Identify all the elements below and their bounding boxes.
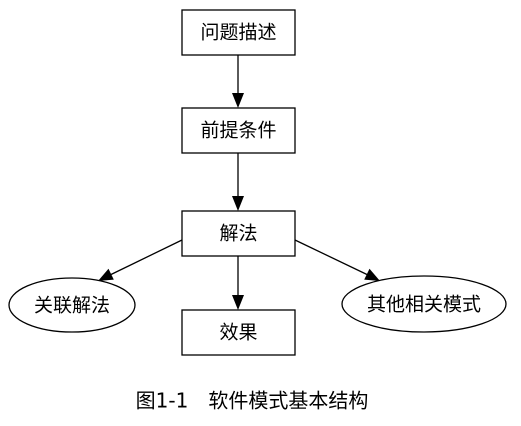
node-problem-description: 问题描述: [181, 9, 296, 56]
arrowhead-other: [364, 268, 380, 281]
arrowhead-solution: [232, 196, 244, 211]
other-patterns-ellipse: [341, 275, 507, 333]
figure-caption: 图1-1 软件模式基本结构: [136, 389, 369, 413]
arrowhead-precondition: [232, 93, 244, 108]
node-precondition: 前提条件: [181, 107, 296, 154]
solution-box: [181, 210, 296, 257]
edge-solution-to-related: [109, 239, 183, 276]
solution-label: 解法: [219, 223, 257, 245]
effect-box: [181, 309, 296, 356]
node-other-patterns: 其他相关模式: [341, 275, 507, 333]
edge-solution-to-other: [294, 239, 369, 276]
arrowhead-effect: [232, 295, 244, 310]
arrowhead-related: [98, 268, 114, 281]
related-solution-label: 关联解法: [34, 295, 110, 317]
related-solution-ellipse: [8, 277, 136, 333]
node-effect: 效果: [181, 309, 296, 356]
other-patterns-label: 其他相关模式: [367, 294, 481, 316]
problem-box: [181, 9, 296, 56]
node-related-solution: 关联解法: [8, 277, 136, 333]
precondition-box: [181, 107, 296, 154]
effect-label: 效果: [219, 322, 257, 344]
problem-label: 问题描述: [200, 22, 276, 44]
node-solution: 解法: [181, 210, 296, 257]
edges: [98, 55, 380, 310]
precondition-label: 前提条件: [200, 120, 276, 142]
